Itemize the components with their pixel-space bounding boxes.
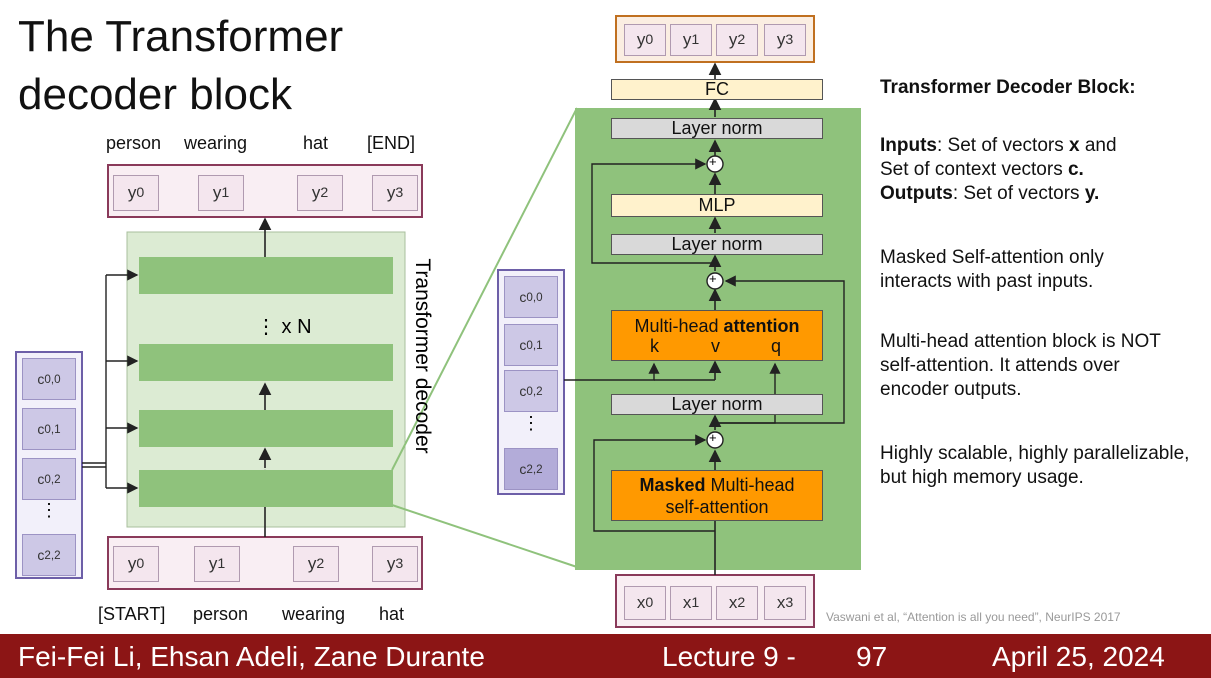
description-mha: Multi-head attention block is NOT self-a… (880, 331, 1161, 400)
description-io: Inputs: Set of vectors x and Set of cont… (880, 135, 1117, 204)
left-context-ellipsis: ⋮ (40, 500, 58, 520)
footer-page-number: 97 (856, 641, 888, 672)
residual-add-2: + (709, 271, 717, 286)
bottom-word-3: hat (379, 604, 405, 624)
bottom-word-1: person (193, 604, 249, 624)
layer-norm-3: Layer norm (611, 118, 823, 139)
title-line-2: decoder block (18, 70, 292, 119)
top-word-3: [END] (367, 133, 416, 153)
description-masked: Masked Self-attention only interacts wit… (880, 247, 1104, 292)
repeat-label: ⋮ x N (256, 316, 312, 338)
fc-layer: FC (611, 79, 823, 100)
layer-norm-1: Layer norm (611, 394, 823, 415)
layer-norm-2: Layer norm (611, 234, 823, 255)
masked-self-attention: Masked Multi-head self-attention (611, 470, 823, 521)
decoder-layer-mid (139, 344, 393, 381)
residual-add-3: + (709, 154, 717, 169)
stack-label: Transformer decoder (411, 258, 434, 454)
value-label: v (711, 335, 720, 356)
description-scalable: Highly scalable, highly parallelizable, … (880, 443, 1190, 488)
query-label: q (771, 335, 782, 356)
top-word-0: person (106, 133, 162, 153)
multi-head-attention: Multi-head attention k v q (611, 310, 823, 361)
footer-bar: Fei-Fei Li, Ehsan Adeli, Zane Durante Le… (0, 634, 1211, 678)
decoder-layer-second (139, 410, 393, 447)
top-word-2: hat (303, 133, 329, 153)
footer-date: April 25, 2024 (992, 641, 1165, 672)
description-heading: Transformer Decoder Block: (880, 77, 1136, 98)
footer-authors: Fei-Fei Li, Ehsan Adeli, Zane Durante (18, 641, 485, 672)
bottom-word-2: wearing (282, 604, 346, 624)
decoder-layer-first (139, 470, 393, 507)
decoder-layer-top (139, 257, 393, 294)
block-context-ellipsis: ⋮ (522, 413, 540, 433)
footer-lecture: Lecture 9 - (662, 641, 796, 672)
residual-add-1: + (709, 430, 717, 445)
key-label: k (650, 335, 659, 356)
top-word-1: wearing (184, 133, 248, 153)
citation: Vaswani et al, “Attention is all you nee… (826, 610, 1121, 624)
mlp-layer: MLP (611, 194, 823, 217)
title-line-1: The Transformer (18, 12, 344, 61)
bottom-word-0: [START] (98, 604, 166, 624)
slide-title: The Transformer decoder block (18, 8, 343, 124)
